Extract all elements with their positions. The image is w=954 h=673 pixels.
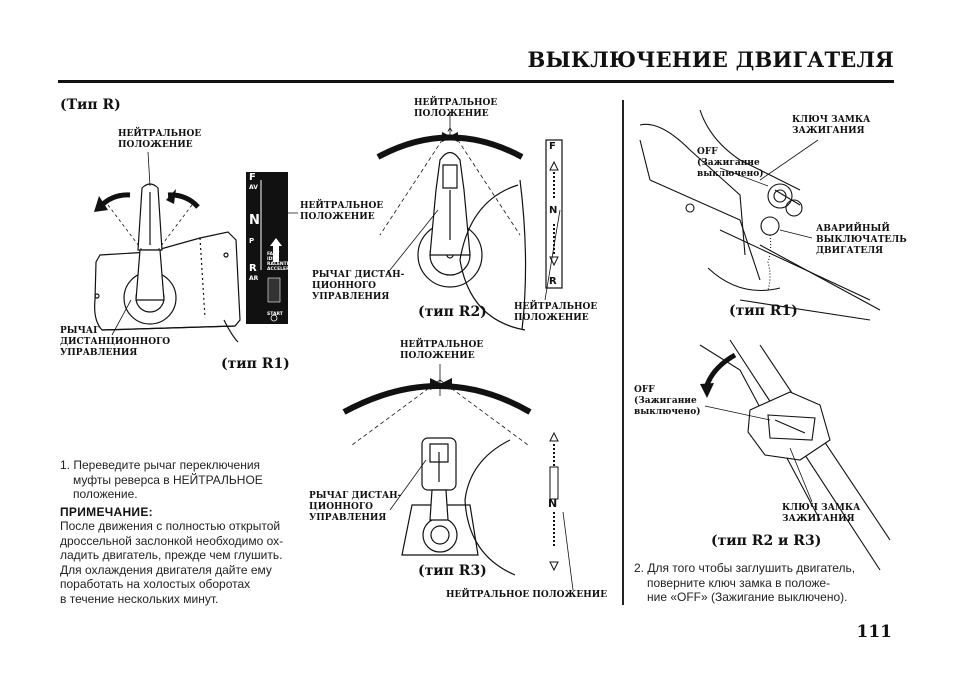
r2-caption: (тип R2)	[418, 304, 487, 320]
column-divider	[622, 100, 624, 605]
r2r3-turn-arrow	[703, 352, 737, 389]
r2-shift-plate	[545, 139, 563, 289]
ignition-key-r1-drawing	[639, 109, 881, 321]
r2-strip-letters: F N R	[549, 141, 558, 287]
r3-arc-arrow	[342, 383, 532, 415]
page-title: ВЫКЛЮЧЕНИЕ ДВИГАТЕЛЯ	[527, 47, 894, 72]
r1-shift-plate	[246, 172, 288, 324]
right-r1-caption: (тип R1)	[729, 303, 798, 319]
ignition-key-r2r3-drawing	[699, 339, 891, 571]
r1-remote-control-drawing	[94, 183, 241, 343]
note-text: После движения с полностью открытой дрос…	[60, 519, 284, 606]
r1-strip-letters: F AV N P R AR	[249, 172, 260, 283]
r2-remote-control-drawing	[379, 127, 527, 331]
r3-neutral-bottom-label: НЕЙТРАЛЬНОЕ ПОЛОЖЕНИЕ	[446, 590, 608, 600]
page-number: 111	[856, 622, 893, 642]
note-heading: ПРИМЕЧАНИЕ:	[60, 505, 153, 519]
r3-shift-plate	[549, 431, 559, 572]
step-2-text: 2. Для того чтобы заглушить двигатель, п…	[634, 561, 856, 604]
type-r-title: (Тип R)	[60, 97, 121, 113]
r3-strip-letter: N	[548, 497, 558, 510]
r1-caption: (тип R1)	[221, 356, 290, 372]
r3-caption: (тип R3)	[418, 563, 487, 579]
right-r2r3-caption: (тип R2 и R3)	[711, 533, 822, 549]
step-1-text: 1. Переведите рычаг переключения муфты р…	[60, 458, 263, 501]
r3-remote-control-drawing	[351, 379, 529, 576]
header-rule	[58, 80, 894, 83]
